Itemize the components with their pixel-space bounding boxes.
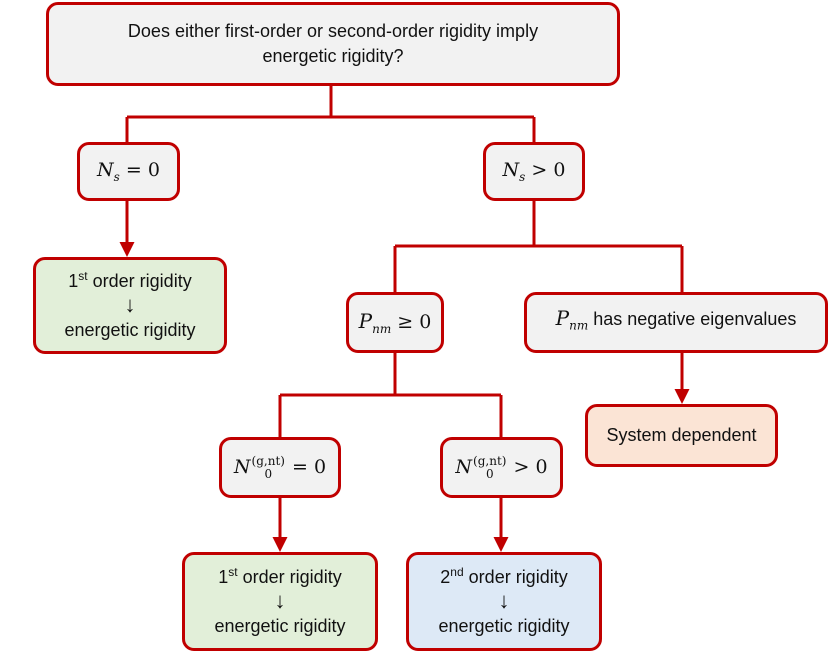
pnm-nonnegative-box: Pnm ≥ 0 [346,292,444,353]
ns-zero-condition: Ns = 0 [97,159,160,184]
pnm-negative-condition: Pnm has negative eigenvalues [555,306,797,333]
implies-arrow-icon: ↓ [274,587,286,613]
n0-positive-condition: N(g,nt)0 > 0 [455,453,548,481]
result-first-order-left: 1st order rigidity ↓ energetic rigidity [33,257,227,354]
ns-positive-box: Ns > 0 [483,142,585,201]
result-second-top: 2nd order rigidity [440,564,568,587]
ns-zero-box: Ns = 0 [77,142,180,201]
result-left-top: 1st order rigidity [68,268,192,291]
implies-arrow-icon: ↓ [124,291,136,317]
system-dependent-label: System dependent [606,425,757,445]
n0-positive-box: N(g,nt)0 > 0 [440,437,563,498]
result-first-top: 1st order rigidity [218,564,342,587]
question-line-2: energetic rigidity? [262,46,404,66]
pnm-negative-box: Pnm has negative eigenvalues [524,292,828,353]
question-line-1: Does either first-order or second-order … [127,21,539,41]
result-second-bottom: energetic rigidity [438,615,570,636]
result-left-bottom: energetic rigidity [64,319,196,340]
ns-positive-condition: Ns > 0 [502,159,566,184]
n0-zero-condition: N(g,nt)0 = 0 [233,453,327,481]
n0-zero-box: N(g,nt)0 = 0 [219,437,341,498]
question-box: Does either first-order or second-order … [46,2,620,86]
implies-arrow-icon: ↓ [498,587,510,613]
result-second-order-bottom: 2nd order rigidity ↓ energetic rigidity [406,552,602,651]
system-dependent-box: System dependent [585,404,778,467]
result-first-bottom: energetic rigidity [214,615,346,636]
result-first-order-bottom: 1st order rigidity ↓ energetic rigidity [182,552,378,651]
pnm-nonnegative-condition: Pnm ≥ 0 [358,309,432,336]
